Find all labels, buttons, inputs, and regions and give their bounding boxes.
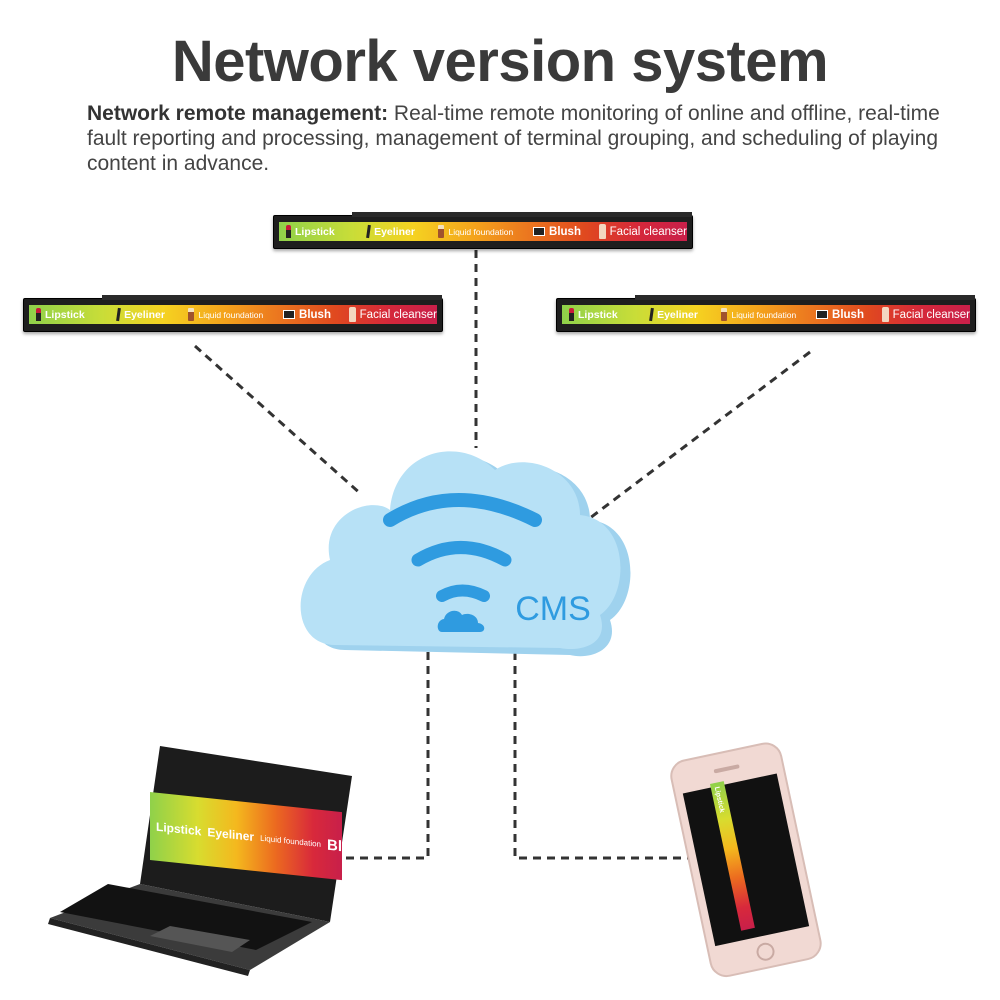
item-lipstick: Lipstick — [29, 308, 117, 321]
laptop-icon — [48, 746, 352, 976]
cleanser-icon — [598, 224, 606, 239]
lipstick-icon — [569, 308, 574, 321]
description-heading: Network remote management: — [87, 102, 389, 125]
item-eyeliner: Eyeliner — [366, 224, 438, 239]
item-blush: Blush — [816, 309, 882, 321]
display-left-screen: Lipstick Eyeliner Liquid foundation Blus… — [29, 305, 437, 324]
eyeliner-icon — [366, 224, 371, 239]
lipstick-icon — [286, 225, 291, 238]
display-right: Lipstick Eyeliner Liquid foundation Blus… — [556, 295, 976, 332]
item-liquid-foundation: Liquid foundation — [188, 308, 283, 321]
item-blush: Blush — [533, 226, 599, 238]
foundation-icon — [721, 308, 728, 321]
phone-item-lipstick: Lipstick — [712, 786, 726, 814]
display-left: Lipstick Eyeliner Liquid foundation Blus… — [23, 295, 443, 332]
laptop-item-lipstick: Lipstick — [156, 819, 202, 839]
display-top-screen: Lipstick Eyeliner Liquid foundation Blus… — [279, 222, 687, 241]
cleanser-icon — [348, 307, 356, 322]
foundation-icon — [188, 308, 195, 321]
blush-icon — [816, 310, 829, 319]
item-facial-cleanser: Facial cleanser — [598, 224, 687, 239]
connector-phone — [513, 652, 690, 860]
connector-left-display — [194, 344, 363, 497]
laptop-item-liquid-foundation: Liquid foundation — [260, 833, 322, 849]
eyeliner-icon — [649, 307, 654, 322]
connector-laptop — [336, 652, 430, 860]
display-right-screen: Lipstick Eyeliner Liquid foundation Blus… — [562, 305, 970, 324]
foundation-icon — [438, 225, 445, 238]
description-text: Real-time remote monitoring of online an… — [87, 102, 940, 175]
cms-label: CMS — [515, 590, 591, 628]
description: Network remote management: Real-time rem… — [87, 101, 947, 176]
page-title: Network version system — [171, 29, 829, 94]
laptop-item-eyeliner: Eyeliner — [207, 825, 255, 844]
blush-icon — [283, 310, 296, 319]
item-liquid-foundation: Liquid foundation — [721, 308, 816, 321]
item-lipstick: Lipstick — [279, 225, 367, 238]
item-blush: Blush — [283, 309, 349, 321]
phone-icon — [670, 742, 822, 978]
display-top: Lipstick Eyeliner Liquid foundation Blus… — [273, 212, 693, 249]
eyeliner-icon — [116, 307, 121, 322]
item-lipstick: Lipstick — [562, 308, 650, 321]
blush-icon — [533, 227, 546, 236]
lipstick-icon — [36, 308, 41, 321]
item-facial-cleanser: Facial cleanser — [881, 307, 970, 322]
item-facial-cleanser: Facial cleanser — [348, 307, 437, 322]
cleanser-icon — [881, 307, 889, 322]
wifi-icon — [383, 493, 542, 602]
item-eyeliner: Eyeliner — [649, 307, 721, 322]
connector-right-display — [589, 350, 811, 520]
connector-lines — [194, 250, 811, 860]
laptop-item-blush: Blush — [327, 836, 342, 858]
item-liquid-foundation: Liquid foundation — [438, 225, 533, 238]
small-cloud-icon — [437, 610, 485, 632]
item-eyeliner: Eyeliner — [116, 307, 188, 322]
